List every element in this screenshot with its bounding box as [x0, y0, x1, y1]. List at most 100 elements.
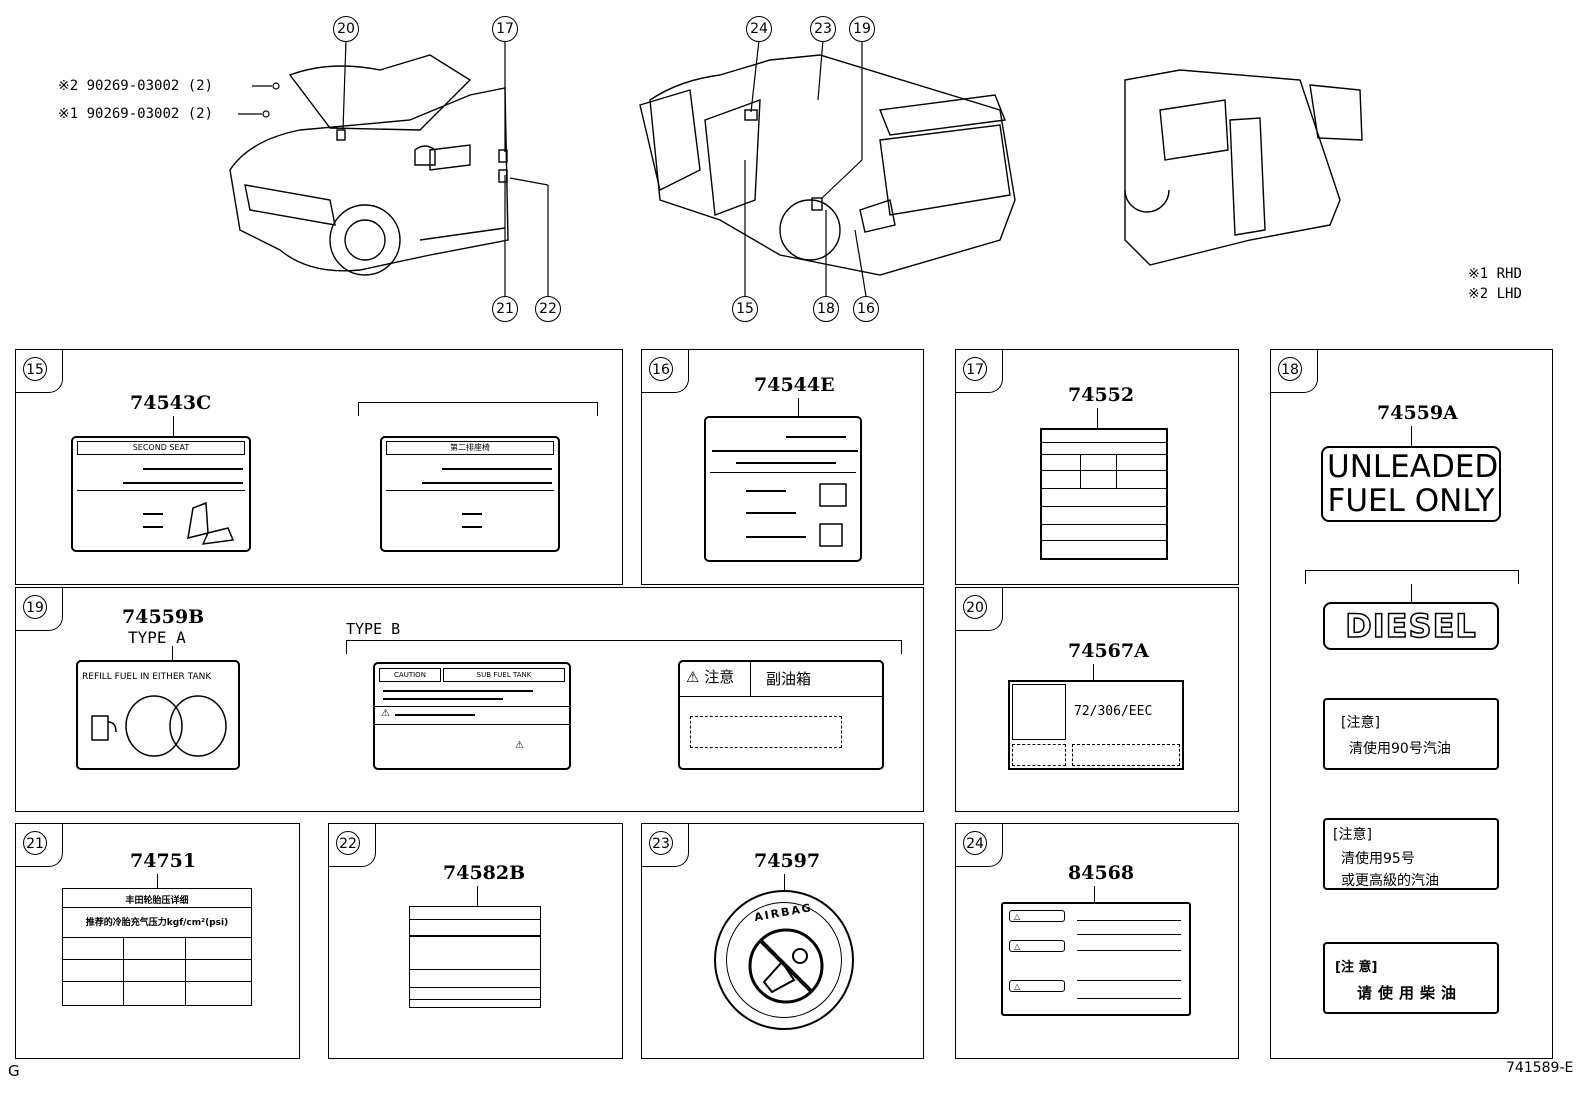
- callout-16: 16: [853, 296, 879, 322]
- airbag-warning-label: AIRBAG: [714, 890, 854, 1030]
- part-number: 74559A: [1377, 402, 1458, 424]
- info-label: [409, 906, 541, 1008]
- panel-number: 22: [336, 831, 360, 855]
- warning-icon: ⚠: [381, 708, 390, 719]
- part-number: 74751: [130, 850, 197, 872]
- caution-text: CAUTION: [379, 668, 441, 682]
- panel-number: 21: [23, 831, 47, 855]
- warning-icon: ⚠: [686, 668, 700, 686]
- sub-tank-caution-label: CAUTION SUB FUEL TANK ⚠ ⚠: [373, 662, 571, 770]
- cn-95-title: [注意]: [1333, 827, 1372, 843]
- warning-icon: △: [1009, 980, 1065, 992]
- panel-number: 17: [963, 357, 987, 381]
- callout-24: 24: [746, 16, 772, 42]
- panel-17: 17 74552: [955, 349, 1239, 585]
- panel-24: 24 84568 △ △ △: [955, 823, 1239, 1059]
- table-subtitle: 推荐的冷胎充气压力kgf/cm²(psi): [85, 918, 229, 928]
- second-seat-label: SECOND SEAT: [71, 436, 251, 552]
- type-b-label: TYPE B: [346, 620, 401, 638]
- cn-diesel-label: [注 意] 请使用柴油: [1323, 942, 1499, 1014]
- part-number: 74559B: [122, 606, 205, 628]
- refill-text: REFILL FUEL IN EITHER TANK: [82, 672, 212, 682]
- warning-icon: △: [1009, 910, 1065, 922]
- rhd-part-note: ※1 90269-03002 (2): [58, 106, 214, 122]
- footer-left: G: [8, 1062, 20, 1080]
- panel-20: 20 74567A 72/306/EEC: [955, 587, 1239, 812]
- caution-label: △ △ △: [1001, 902, 1191, 1016]
- callout-15: 15: [732, 296, 758, 322]
- warning-icon-small: ⚠: [515, 740, 524, 751]
- panel-16: 16 74544E: [641, 349, 924, 585]
- cn-90-text: 清使用90号汽油: [1349, 741, 1451, 757]
- part-number: 74567A: [1068, 640, 1149, 662]
- figure-number: 741589-E: [1506, 1060, 1574, 1076]
- callout-17: 17: [492, 16, 518, 42]
- rear-car-illustration: [1124, 69, 1363, 266]
- emission-label: 72/306/EEC: [1008, 680, 1184, 770]
- panel-number: 24: [963, 831, 987, 855]
- lhd-part-note: ※2 90269-03002 (2): [58, 78, 214, 94]
- diesel-label: DIESEL: [1323, 602, 1499, 650]
- tire-pressure-label: [1040, 428, 1168, 560]
- tire-info-table: 丰田轮胎压详细 推荐的冷胎充气压力kgf/cm²(psi): [62, 888, 252, 1006]
- panel-18: 18 74559A UNLEADED FUEL ONLY DIESEL [注意]…: [1270, 349, 1553, 1059]
- warning-icon: △: [1009, 940, 1065, 952]
- cn-95-text-1: 清使用95号: [1341, 851, 1415, 867]
- fuel-tank-icon: [91, 695, 227, 757]
- panel-22: 22 74582B: [328, 823, 623, 1059]
- unleaded-fuel-label: UNLEADED FUEL ONLY: [1321, 446, 1501, 522]
- cn-diesel-text: 请使用柴油: [1357, 984, 1463, 1002]
- table-title: 丰田轮胎压详细: [125, 896, 189, 906]
- part-number: 74543C: [130, 392, 212, 414]
- part-number: 74597: [754, 850, 821, 872]
- legend-rhd: ※1 RHD: [1468, 266, 1522, 282]
- callout-20: 20: [333, 16, 359, 42]
- no-child-seat-icon: [748, 928, 824, 1004]
- panel-15: 15 74543C SECOND SEAT 第二排座椅: [15, 349, 623, 585]
- cn-95-text-2: 或更高級的汽油: [1341, 873, 1439, 889]
- front-car-illustration: [229, 54, 509, 276]
- cn-90-label: [注意] 清使用90号汽油: [1323, 698, 1499, 770]
- second-seat-label-cn: 第二排座椅: [380, 436, 560, 552]
- cn-95-label: [注意] 清使用95号 或更高級的汽油: [1323, 818, 1499, 890]
- callout-22: 22: [535, 296, 561, 322]
- callout-19: 19: [849, 16, 875, 42]
- part-number: 74544E: [754, 374, 835, 396]
- panel-number: 15: [23, 357, 47, 381]
- panel-number: 23: [649, 831, 673, 855]
- type-a-label: TYPE A: [128, 628, 186, 647]
- panel-23: 23 74597 AIRBAG: [641, 823, 924, 1059]
- rear-side-car-illustration: [639, 54, 1016, 276]
- sub-tank-cn-label: ⚠ 注意 副油箱: [678, 660, 884, 770]
- panel-number: 20: [963, 595, 987, 619]
- logo-box: [1012, 684, 1066, 740]
- sub-tank-text: SUB FUEL TANK: [443, 668, 565, 682]
- panel-number: 16: [649, 357, 673, 381]
- part-number: 74552: [1068, 384, 1135, 406]
- label-header: SECOND SEAT: [77, 441, 245, 455]
- panel-number: 19: [23, 595, 47, 619]
- cn-90-title: [注意]: [1341, 715, 1380, 731]
- panel-21: 21 74751 丰田轮胎压详细 推荐的冷胎充气压力kgf/cm²(psi): [15, 823, 300, 1059]
- legend-lhd: ※2 LHD: [1468, 286, 1522, 302]
- callout-18: 18: [813, 296, 839, 322]
- callout-23: 23: [810, 16, 836, 42]
- panel-number: 18: [1278, 357, 1302, 381]
- refill-fuel-label: REFILL FUEL IN EITHER TANK: [76, 660, 240, 770]
- panel-19: 19 74559B TYPE A REFILL FUEL IN EITHER T…: [15, 587, 924, 812]
- vehicle-illustrations: [229, 39, 1363, 297]
- part-number: 84568: [1068, 862, 1135, 884]
- text-placeholder-box: [690, 716, 842, 748]
- cn-caution-word: 注意: [704, 668, 735, 686]
- pressure-label: [704, 416, 862, 562]
- cn-sub-tank-text: 副油箱: [766, 670, 812, 688]
- seat-icon: [819, 483, 847, 547]
- seat-icon: [187, 501, 235, 545]
- cn-diesel-title: [注 意]: [1335, 960, 1378, 975]
- callout-21: 21: [492, 296, 518, 322]
- part-number: 74582B: [443, 862, 526, 884]
- cn-caution-text: ⚠ 注意: [686, 666, 734, 687]
- label-header-cn: 第二排座椅: [386, 441, 554, 455]
- eec-text: 72/306/EEC: [1074, 704, 1153, 719]
